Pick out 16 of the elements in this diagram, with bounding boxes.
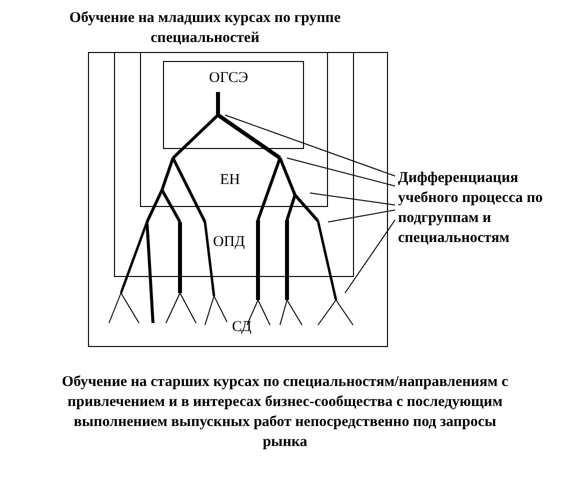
outer-frame [88,52,388,347]
box-label: ОГСЭ [209,70,248,87]
diagram-caption: Обучение на старших курсах по специальностям/направлениям с привлечением и в интересах бизнес-сообщества с последующим выполнением выпускных работ непосредственно под запросы рынка [60,373,510,452]
box-label: ОПД [213,234,245,251]
leader-line [310,192,396,206]
leader-line [286,158,396,186]
inner-frame [163,61,304,149]
box-label: СД [232,319,252,336]
diagram-title: Обучение на младших курсах по группе специальностей [68,9,342,48]
leader-line [328,210,396,222]
callout-text: Дифференциация учебного процесса по подгруппам и специальностям [398,168,568,248]
nested-frame [114,52,354,277]
leader-line [344,220,396,294]
box-label: ЕН [220,172,240,189]
nested-frame [140,52,328,207]
leader-line [224,114,396,176]
